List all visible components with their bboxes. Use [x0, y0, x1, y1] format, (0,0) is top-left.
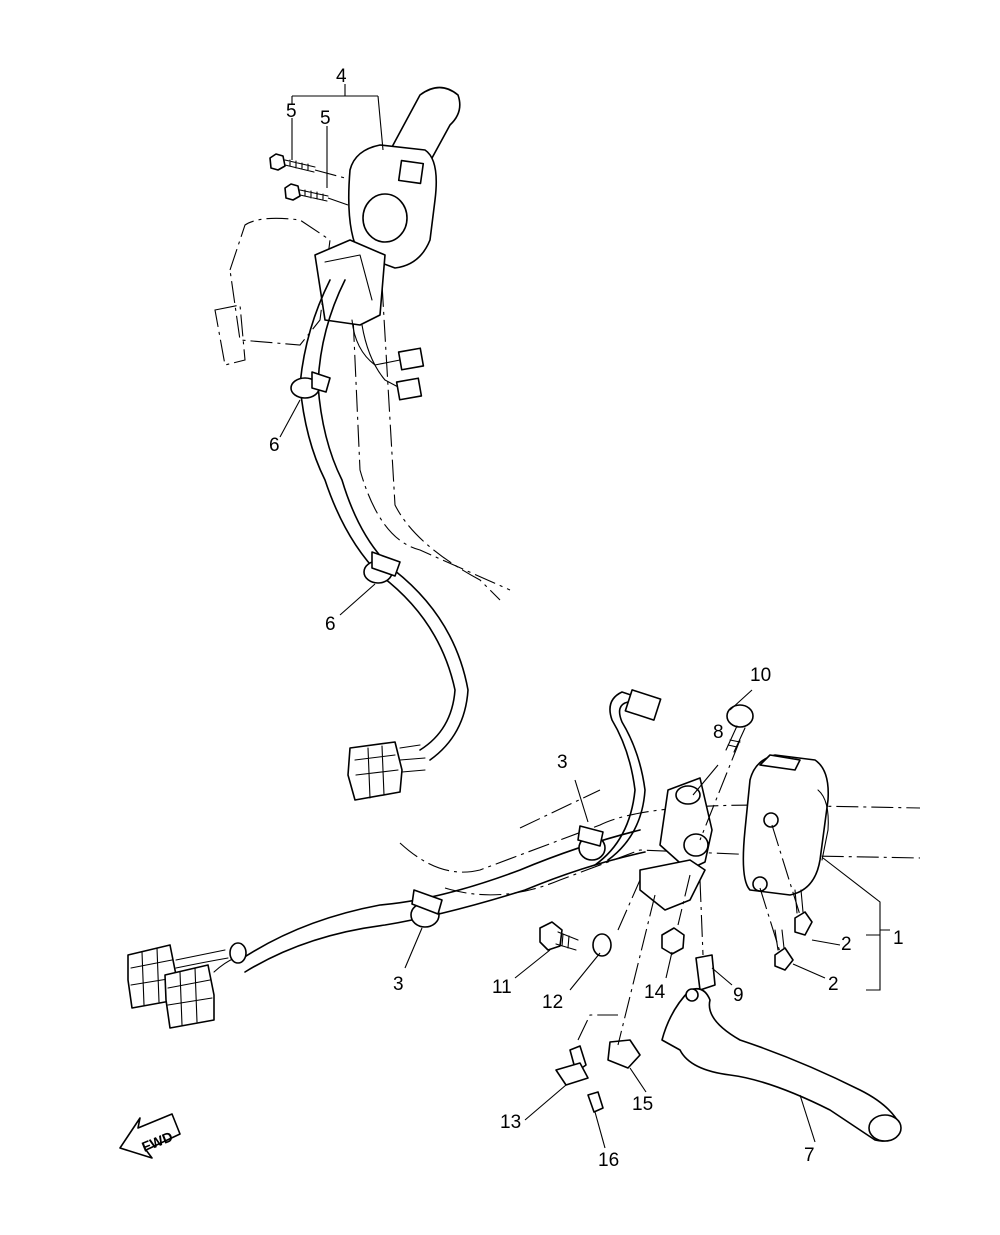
- screw-5b-head: [284, 183, 301, 201]
- upper-terminal-b: [395, 377, 423, 401]
- lower-harness: [239, 829, 641, 961]
- housing-screw-hole-a: [763, 812, 779, 828]
- screw-2a: [794, 911, 813, 936]
- washer-12: [592, 933, 612, 957]
- callout-10: 10: [750, 665, 771, 686]
- lower-harness-b: [244, 851, 646, 973]
- start-button: [397, 159, 425, 185]
- callout-3a: 3: [393, 974, 404, 995]
- clutch-lever: [661, 987, 901, 1142]
- callout-13: 13: [500, 1112, 521, 1133]
- upper-switch-assembly: [214, 84, 511, 801]
- cap-bolt-11: [539, 921, 563, 951]
- clutch-switch-wire: [594, 691, 641, 866]
- collar-9: [695, 954, 716, 991]
- callout-9: 9: [733, 985, 744, 1006]
- left-switch-housing: [742, 754, 830, 896]
- upper-connector: [347, 741, 403, 801]
- callout-7: 7: [804, 1145, 815, 1166]
- upper-terminal-a: [397, 347, 425, 371]
- callout-6a: 6: [269, 435, 280, 456]
- harness-boot: [229, 942, 247, 964]
- switch-housing-bore: [362, 193, 408, 243]
- forward-direction-arrow: FWD: [119, 1113, 181, 1159]
- lower-connector-b: [164, 964, 215, 1029]
- callout-1: 1: [893, 928, 904, 949]
- callout-5a: 5: [286, 101, 297, 122]
- switch-lower-half: [314, 239, 386, 326]
- callout-16: 16: [598, 1150, 619, 1171]
- callout-3b: 3: [557, 752, 568, 773]
- clutch-switch-terminal: [624, 689, 662, 721]
- callout-2a: 2: [841, 934, 852, 955]
- pivot-bolt-head: [726, 704, 754, 728]
- callout-2b: 2: [828, 974, 839, 995]
- callout-8: 8: [713, 722, 724, 743]
- fwd-arrow-icon: [119, 1113, 181, 1159]
- callout-15: 15: [632, 1094, 653, 1115]
- lower-lever-assembly: [127, 689, 921, 1149]
- callout-5b: 5: [320, 108, 331, 129]
- screw-5a-head: [269, 153, 286, 171]
- callout-labels: 4 5 5 6 6 10 8 3 1 2 2 3 11 12 14 9 13 1…: [269, 66, 904, 1171]
- screw-16: [587, 1091, 604, 1113]
- callout-11: 11: [492, 977, 512, 998]
- clutch-switch-15: [607, 1039, 641, 1069]
- upper-switch-wire: [299, 279, 456, 751]
- callout-4: 4: [336, 66, 347, 87]
- callout-14: 14: [644, 982, 666, 1003]
- callout-6b: 6: [325, 614, 336, 635]
- nut-14: [661, 927, 685, 955]
- housing-screw-hole-b: [752, 876, 768, 892]
- lever-pivot-boss: [639, 859, 706, 911]
- screw-2b: [774, 947, 794, 971]
- callout-12: 12: [542, 992, 563, 1013]
